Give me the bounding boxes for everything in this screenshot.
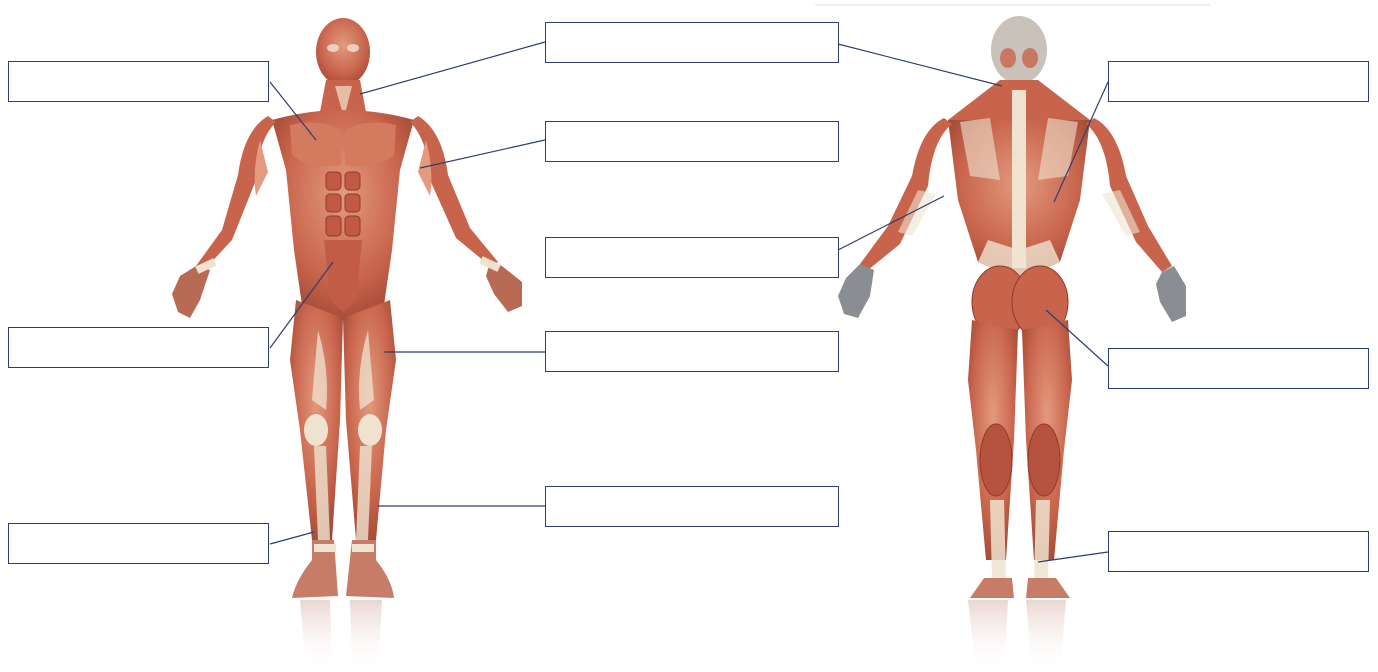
- label-box-neck-front[interactable]: [545, 22, 839, 63]
- back-spine: [1012, 90, 1026, 268]
- back-left-hand: [838, 264, 874, 318]
- back-right-arm: [1086, 118, 1172, 272]
- leader-line-neck-back: [838, 44, 1002, 86]
- front-right-arm: [410, 116, 498, 266]
- front-left-hand: [172, 266, 210, 318]
- label-box-buttocks[interactable]: [1108, 348, 1369, 389]
- leader-line-ankle: [270, 532, 314, 544]
- back-right-hand: [1156, 266, 1186, 322]
- front-right-hand: [486, 262, 522, 312]
- back-muscle-figure: [838, 16, 1186, 672]
- back-right-foot: [1026, 578, 1070, 598]
- label-box-ankle[interactable]: [8, 523, 269, 564]
- back-floor-reflection: [968, 600, 1066, 672]
- back-left-foot: [970, 578, 1014, 598]
- front-floor-reflection: [300, 600, 382, 672]
- label-box-biceps[interactable]: [545, 121, 839, 162]
- label-box-forearm-back[interactable]: [545, 237, 839, 278]
- back-head: [991, 16, 1047, 84]
- label-box-thigh-front[interactable]: [545, 331, 839, 372]
- front-head: [316, 18, 370, 86]
- label-box-shin[interactable]: [545, 486, 839, 527]
- front-left-arm: [196, 116, 276, 268]
- label-box-abdomen[interactable]: [8, 327, 269, 368]
- label-box-heel[interactable]: [1108, 531, 1369, 572]
- label-box-neck-back[interactable]: [1108, 61, 1369, 102]
- back-left-arm: [860, 118, 952, 270]
- label-box-chest[interactable]: [8, 61, 269, 102]
- leader-line-neck-front: [360, 42, 545, 94]
